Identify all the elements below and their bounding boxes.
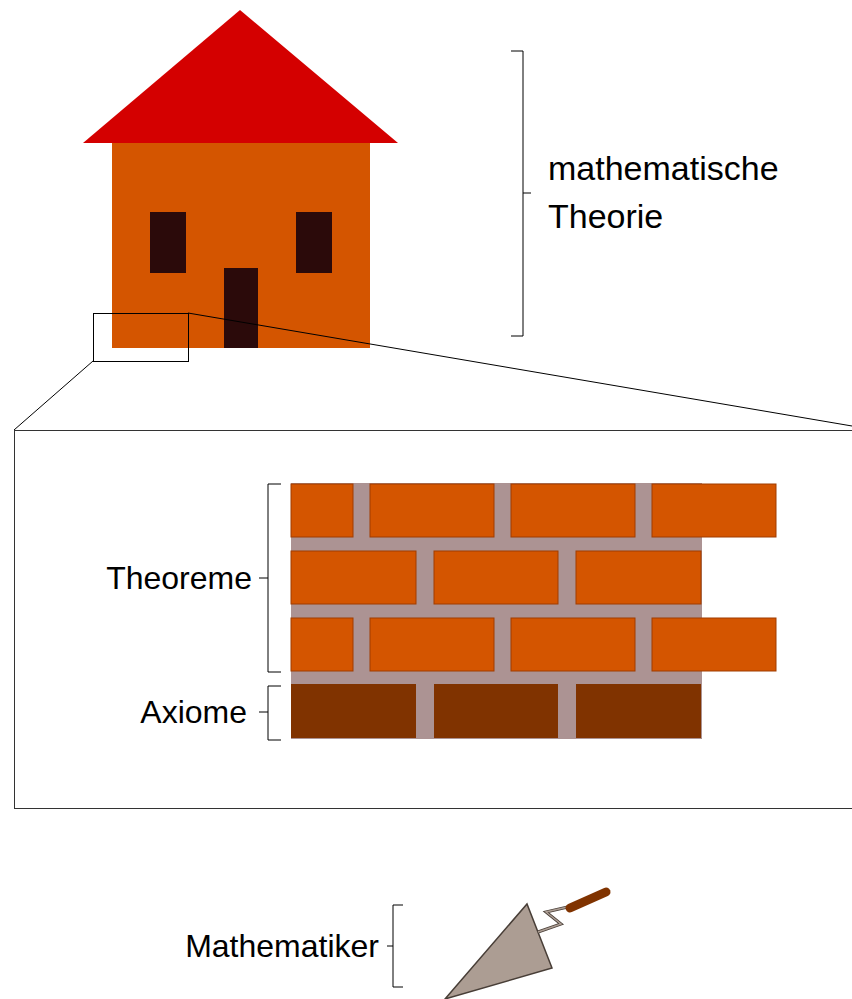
brick <box>291 618 353 671</box>
axiom-bricks <box>291 684 701 738</box>
zoom-marker <box>94 314 189 362</box>
brick <box>434 684 558 738</box>
zoom-line <box>188 313 852 426</box>
theorems-label: Theoreme <box>106 559 252 597</box>
brick <box>291 484 353 537</box>
mortar <box>291 483 702 739</box>
brick <box>576 684 701 738</box>
brick <box>370 618 494 671</box>
mathematician-label: Mathematiker <box>185 927 379 965</box>
bracket <box>259 484 281 672</box>
trowel-blade <box>445 904 552 999</box>
brick <box>576 551 701 604</box>
brick <box>511 484 635 537</box>
brick <box>291 684 416 738</box>
brick <box>652 484 776 537</box>
brick <box>370 484 494 537</box>
bracket <box>387 905 403 987</box>
bracket <box>259 686 281 740</box>
zoom-line <box>14 361 93 430</box>
brick <box>291 551 416 604</box>
zoom-box <box>15 431 852 809</box>
bracket <box>511 51 531 336</box>
roof <box>83 10 398 143</box>
axioms-label: Axiome <box>140 693 247 731</box>
trowel-handle <box>570 892 606 908</box>
house-body <box>112 143 370 348</box>
theory-label: mathematische Theorie <box>548 144 838 240</box>
brick <box>434 551 558 604</box>
brick <box>652 618 776 671</box>
window <box>150 212 186 273</box>
window <box>296 212 332 273</box>
theorem-bricks <box>291 484 776 671</box>
brick <box>511 618 635 671</box>
trowel <box>445 892 606 999</box>
door <box>224 268 258 348</box>
